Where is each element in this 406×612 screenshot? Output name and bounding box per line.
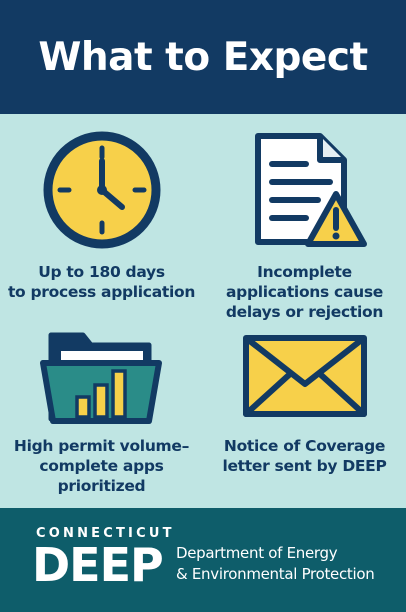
- item-processing-time: Up to 180 days to process application: [0, 130, 203, 302]
- footer-banner: [0, 508, 406, 612]
- item-permit-volume: High permit volume– complete apps priori…: [0, 320, 203, 496]
- content-area: Up to 180 days to process application: [0, 114, 406, 508]
- folder-chart-icon: [37, 320, 167, 430]
- state-name: CONNECTICUT: [36, 526, 175, 541]
- agency-full-name: Department of Energy & Environmental Pro…: [176, 544, 375, 583]
- envelope-icon: [240, 320, 370, 430]
- clock-icon: [37, 130, 167, 250]
- header-banner: What to Expect: [0, 0, 406, 114]
- item-caption: Incomplete applications cause delays or …: [225, 263, 384, 321]
- document-warning-icon: [240, 130, 370, 250]
- item-caption: Up to 180 days to process application: [7, 263, 196, 301]
- item-caption: High permit volume– complete apps priori…: [13, 437, 190, 495]
- item-notice-of-coverage: Notice of Coverage letter sent by DEEP: [203, 320, 406, 476]
- page-title: What to Expect: [38, 34, 368, 80]
- item-incomplete-applications: Incomplete applications cause delays or …: [203, 130, 406, 322]
- item-caption: Notice of Coverage letter sent by DEEP: [222, 437, 387, 475]
- agency-logo-text: DEEP: [32, 538, 164, 592]
